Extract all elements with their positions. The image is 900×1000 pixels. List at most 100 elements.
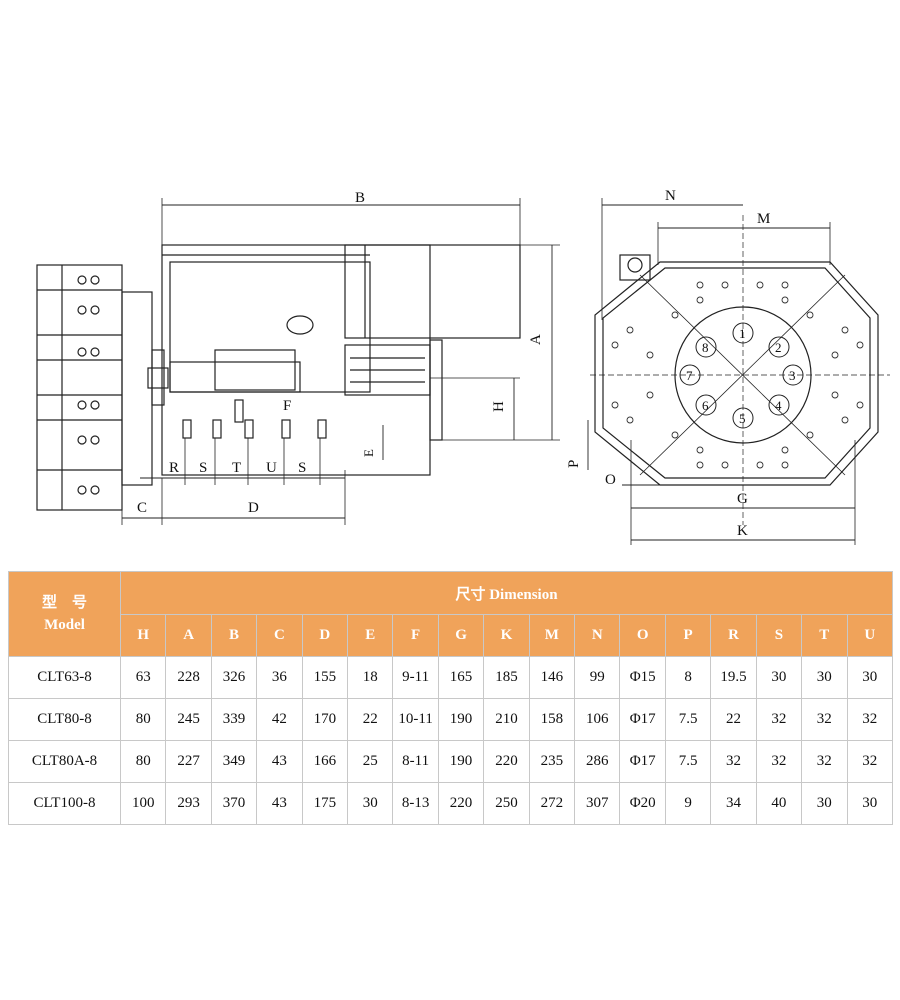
model-header-cn: 型 号 bbox=[41, 595, 87, 611]
front-view-labels: N M P O G K bbox=[566, 188, 770, 539]
value-cell-T: 32 bbox=[801, 698, 848, 741]
value-cell-D: 166 bbox=[301, 740, 349, 783]
value-cell-O: Φ20 bbox=[619, 782, 666, 825]
value-cell-C: 43 bbox=[256, 740, 303, 783]
station-5: 5 bbox=[739, 411, 746, 426]
value-cell-T: 30 bbox=[801, 656, 848, 699]
value-cell-T: 32 bbox=[801, 740, 848, 783]
column-header-M: M bbox=[528, 614, 576, 657]
value-cell-N: 286 bbox=[574, 740, 621, 783]
value-cell-E: 25 bbox=[347, 740, 394, 783]
cylinder bbox=[169, 361, 301, 393]
value-cell-O: Φ17 bbox=[619, 740, 666, 783]
value-cell-R: 22 bbox=[710, 698, 757, 741]
value-cell-B: 339 bbox=[210, 698, 258, 741]
label-U: U bbox=[266, 460, 277, 476]
label-S2: S bbox=[298, 460, 306, 476]
value-cell-B: 326 bbox=[210, 656, 258, 699]
column-header-D: D bbox=[301, 614, 349, 657]
model-header-en: Model bbox=[44, 617, 85, 633]
turret-body bbox=[161, 244, 431, 476]
value-cell-R: 19.5 bbox=[710, 656, 757, 699]
value-cell-G: 165 bbox=[437, 656, 485, 699]
value-cell-C: 36 bbox=[256, 656, 303, 699]
model-cell: CLT100-8 bbox=[8, 782, 121, 825]
value-cell-U: 32 bbox=[846, 698, 893, 741]
value-cell-H: 80 bbox=[119, 698, 167, 741]
value-cell-O: Φ15 bbox=[619, 656, 666, 699]
column-header-K: K bbox=[483, 614, 530, 657]
column-header-C: C bbox=[256, 614, 303, 657]
value-cell-P: 7.5 bbox=[664, 740, 712, 783]
value-cell-O: Φ17 bbox=[619, 698, 666, 741]
column-header-T: T bbox=[801, 614, 848, 657]
front-view-bolts bbox=[611, 281, 864, 469]
label-S1: S bbox=[199, 460, 207, 476]
value-cell-P: 7.5 bbox=[664, 698, 712, 741]
value-cell-F: 10-11 bbox=[392, 698, 439, 741]
value-cell-P: 9 bbox=[664, 782, 712, 825]
tool-disc bbox=[36, 264, 123, 511]
value-cell-H: 80 bbox=[119, 740, 167, 783]
label-F: F bbox=[283, 398, 291, 414]
value-cell-R: 34 bbox=[710, 782, 757, 825]
value-cell-D: 170 bbox=[301, 698, 349, 741]
value-cell-K: 210 bbox=[483, 698, 530, 741]
station-4: 4 bbox=[775, 398, 782, 413]
value-cell-M: 146 bbox=[528, 656, 576, 699]
value-cell-S: 30 bbox=[755, 656, 803, 699]
side-view-labels: B A H F E R S T U S C D bbox=[137, 190, 544, 516]
value-cell-G: 220 bbox=[437, 782, 485, 825]
technical-drawing: B A H F E R S T U S C D bbox=[36, 188, 890, 545]
column-header-F: F bbox=[392, 614, 439, 657]
model-cell: CLT80-8 bbox=[8, 698, 121, 741]
value-cell-S: 32 bbox=[755, 740, 803, 783]
station-7: 7 bbox=[686, 368, 693, 383]
column-header-S: S bbox=[755, 614, 803, 657]
value-cell-T: 30 bbox=[801, 782, 848, 825]
value-cell-H: 63 bbox=[119, 656, 167, 699]
value-cell-R: 32 bbox=[710, 740, 757, 783]
column-header-H: H bbox=[119, 614, 167, 657]
label-C: C bbox=[137, 500, 147, 516]
column-header-E: E bbox=[347, 614, 394, 657]
value-cell-A: 293 bbox=[165, 782, 212, 825]
value-cell-F: 8-13 bbox=[392, 782, 439, 825]
value-cell-K: 220 bbox=[483, 740, 530, 783]
front-view bbox=[587, 198, 890, 545]
column-header-U: U bbox=[846, 614, 893, 657]
label-B: B bbox=[355, 190, 365, 206]
side-view bbox=[36, 198, 560, 525]
station-1: 1 bbox=[739, 326, 746, 341]
value-cell-P: 8 bbox=[664, 656, 712, 699]
dimension-header-en: Dimension bbox=[489, 586, 558, 603]
value-cell-M: 158 bbox=[528, 698, 576, 741]
value-cell-G: 190 bbox=[437, 698, 485, 741]
value-cell-S: 32 bbox=[755, 698, 803, 741]
column-header-G: G bbox=[437, 614, 485, 657]
value-cell-U: 30 bbox=[846, 656, 893, 699]
column-header-P: P bbox=[664, 614, 712, 657]
value-cell-C: 42 bbox=[256, 698, 303, 741]
value-cell-U: 30 bbox=[846, 782, 893, 825]
turret-octagon bbox=[594, 261, 879, 486]
value-cell-F: 9-11 bbox=[392, 656, 439, 699]
label-E: E bbox=[361, 449, 376, 457]
column-header-O: O bbox=[619, 614, 666, 657]
value-cell-A: 227 bbox=[165, 740, 212, 783]
value-cell-M: 272 bbox=[528, 782, 576, 825]
value-cell-U: 32 bbox=[846, 740, 893, 783]
value-cell-D: 155 bbox=[301, 656, 349, 699]
column-header-N: N bbox=[574, 614, 621, 657]
model-cell: CLT63-8 bbox=[8, 656, 121, 699]
value-cell-G: 190 bbox=[437, 740, 485, 783]
station-3: 3 bbox=[789, 368, 796, 383]
dimension-header-cn: 尺寸 bbox=[455, 586, 486, 603]
value-cell-A: 228 bbox=[165, 656, 212, 699]
label-H: H bbox=[491, 401, 507, 412]
